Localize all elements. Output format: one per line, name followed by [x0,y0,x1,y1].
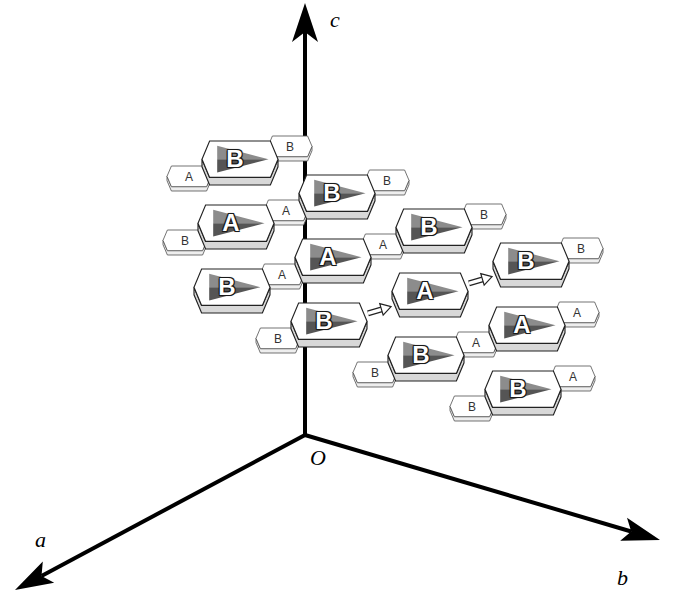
tile-letter: A [282,205,290,217]
tile-face: B [194,269,270,305]
tile-face: A [489,307,565,343]
tile-letter: A [573,307,581,319]
tile-letter: B [274,333,282,345]
hexagon-tile: B [194,269,270,313]
tile-letter: B [371,367,379,379]
tile-face: B [485,371,561,407]
axis-label: a [35,529,46,551]
hexagon-tile: A [295,239,371,283]
tile-letter: B [517,249,534,273]
axis-b [305,435,660,541]
white-arrow [368,304,391,316]
hexagon-tile: B [202,141,278,185]
white-arrow [469,274,492,286]
tile-letter: A [416,279,433,303]
axis-label: c [330,9,340,31]
tile-letter: A [185,171,193,183]
hexagon-tile: A [392,273,468,317]
axis-label: b [617,567,628,589]
hexagon-tile: B [291,303,367,347]
arrow-head [481,274,492,286]
axis-a [15,435,305,590]
axis-label: O [310,447,326,469]
tile-letter: A [319,245,336,269]
hexagon-tile: B [396,209,472,253]
tile-face: B [299,175,375,211]
tile-face: B [291,303,367,339]
tile-letter: B [218,275,235,299]
tile-letter: B [468,401,476,413]
tile-face: B [493,243,569,279]
tile-letter: B [509,377,526,401]
tile-face: A [295,239,371,275]
tile-letter: B [315,309,332,333]
tile-letter: B [412,343,429,367]
tile-letter: B [226,147,243,171]
tile-letter: B [286,141,294,153]
hexagon-tile: A [198,205,274,249]
tile-face: B [396,209,472,245]
hexagon-tile: B [388,337,464,381]
tile-letter: A [513,313,530,337]
arrow-head [380,304,391,316]
tile-letter: B [383,175,391,187]
tile-face: A [198,205,274,241]
tile-letter: A [472,337,480,349]
tile-letter: B [323,181,340,205]
tile-letter: A [278,269,286,281]
tile-letter: A [222,211,239,235]
tile-letter: A [569,371,577,383]
tile-letter: B [577,243,585,255]
tile-letter: A [379,239,387,251]
tile-letter: B [420,215,437,239]
tile-face: B [202,141,278,177]
tile-letter: B [181,235,189,247]
hexagon-tile: B [485,371,561,415]
tile-face: A [392,273,468,309]
hexagon-tile: B [299,175,375,219]
tile-face: B [388,337,464,373]
hexagon-tile: A [489,307,565,351]
tile-letter: B [480,209,488,221]
hexagon-tile: B [493,243,569,287]
